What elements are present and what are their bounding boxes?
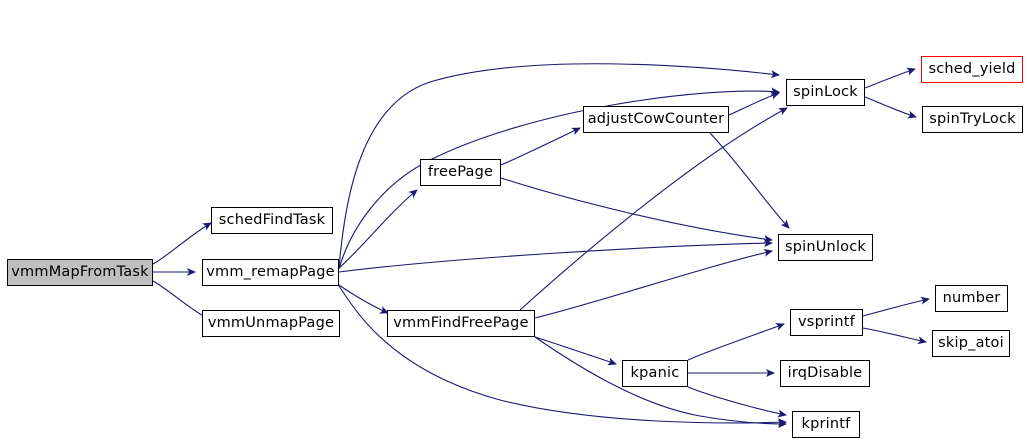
edge-vmmMapFromTask-to-schedFindTask bbox=[152, 222, 212, 265]
node-vmmFindFreePage[interactable]: vmmFindFreePage bbox=[387, 310, 535, 337]
edge-vmmFindFreePage-to-kpanic bbox=[534, 336, 617, 366]
edge-vmmFindFreePage-to-spinUnlock bbox=[534, 248, 773, 319]
edge-spinLock-to-sched_yield bbox=[864, 67, 916, 89]
node-spinLock[interactable]: spinLock bbox=[786, 79, 865, 106]
node-kprintf[interactable]: kprintf bbox=[792, 411, 860, 438]
node-label-skip_atoi: skip_atoi bbox=[938, 335, 1004, 352]
node-label-vmmMapFromTask: vmmMapFromTask bbox=[11, 264, 149, 281]
edge-vmm_remapPage-to-freePage bbox=[338, 189, 418, 269]
edge-vmm_remapPage-to-spinLock bbox=[338, 63, 780, 269]
edge-spinLock-to-spinTryLock bbox=[864, 96, 917, 119]
node-label-adjustCowCounter: adjustCowCounter bbox=[587, 111, 725, 128]
edge-kpanic-to-kprintf bbox=[687, 386, 787, 418]
node-label-vsprintf: vsprintf bbox=[798, 314, 855, 331]
node-label-vmmUnmapPage: vmmUnmapPage bbox=[207, 315, 335, 332]
node-label-schedFindTask: schedFindTask bbox=[218, 212, 326, 229]
edge-vmmFindFreePage-to-kprintf bbox=[534, 336, 787, 428]
node-freePage[interactable]: freePage bbox=[420, 159, 501, 186]
node-label-number: number bbox=[942, 290, 1001, 307]
edge-vmm_remapPage-to-spinLock bbox=[338, 87, 780, 270]
edge-kpanic-to-vsprintf bbox=[687, 323, 785, 361]
node-number[interactable]: number bbox=[935, 285, 1008, 312]
node-kpanic[interactable]: kpanic bbox=[622, 360, 688, 387]
node-vmm_remapPage[interactable]: vmm_remapPage bbox=[202, 259, 339, 286]
node-label-kpanic: kpanic bbox=[630, 365, 680, 382]
node-label-irqDisable: irqDisable bbox=[787, 365, 863, 382]
node-label-freePage: freePage bbox=[427, 164, 494, 181]
node-label-sched_yield: sched_yield bbox=[928, 61, 1016, 78]
edge-vmm_remapPage-to-vmmFindFreePage bbox=[338, 284, 389, 314]
edge-vsprintf-to-number bbox=[862, 296, 930, 317]
edge-freePage-to-spinUnlock bbox=[500, 177, 773, 243]
node-label-vmm_remapPage: vmm_remapPage bbox=[206, 264, 335, 281]
edge-adjustCowCounter-to-spinUnlock bbox=[709, 132, 790, 229]
node-irqDisable[interactable]: irqDisable bbox=[780, 360, 870, 387]
node-vmmUnmapPage[interactable]: vmmUnmapPage bbox=[202, 310, 340, 337]
edge-vmmFindFreePage-to-spinLock bbox=[519, 107, 788, 311]
edge-freePage-to-adjustCowCounter bbox=[500, 127, 581, 166]
node-skip_atoi[interactable]: skip_atoi bbox=[932, 330, 1010, 357]
edge-vmm_remapPage-to-kprintf bbox=[338, 285, 787, 427]
node-label-spinTryLock: spinTryLock bbox=[929, 111, 1016, 128]
node-vmmMapFromTask[interactable]: vmmMapFromTask bbox=[7, 259, 153, 286]
edge-vmm_remapPage-to-spinUnlock bbox=[338, 239, 773, 273]
node-vsprintf[interactable]: vsprintf bbox=[790, 309, 863, 336]
node-label-vmmFindFreePage: vmmFindFreePage bbox=[393, 315, 529, 332]
node-sched_yield[interactable]: sched_yield bbox=[921, 56, 1023, 83]
node-label-spinUnlock: spinUnlock bbox=[784, 239, 867, 256]
node-spinUnlock[interactable]: spinUnlock bbox=[778, 234, 873, 261]
node-label-kprintf: kprintf bbox=[801, 416, 851, 433]
node-spinTryLock[interactable]: spinTryLock bbox=[922, 106, 1023, 133]
node-adjustCowCounter[interactable]: adjustCowCounter bbox=[583, 106, 729, 133]
edge-vsprintf-to-skip_atoi bbox=[862, 327, 927, 345]
edge-adjustCowCounter-to-spinLock bbox=[728, 91, 780, 116]
node-label-spinLock: spinLock bbox=[793, 84, 858, 101]
node-schedFindTask[interactable]: schedFindTask bbox=[211, 207, 333, 234]
